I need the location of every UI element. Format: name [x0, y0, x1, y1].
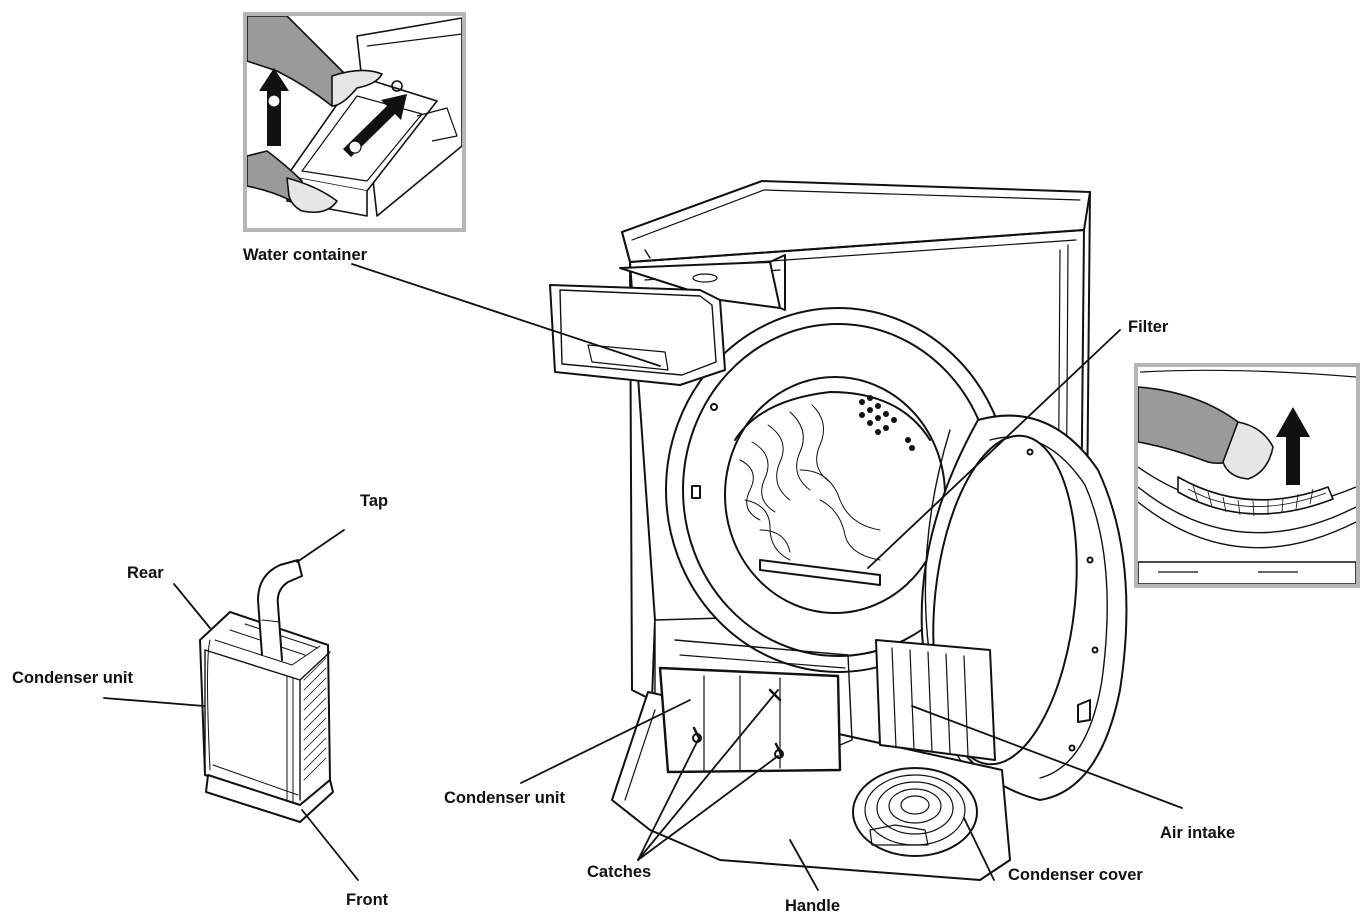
label-tap: Tap	[360, 492, 389, 510]
filter-inset-drawing	[1138, 369, 1356, 584]
label-rear: Rear	[127, 564, 164, 582]
label-handle: Handle	[785, 897, 841, 915]
condenser-cover-open	[611, 639, 1011, 881]
leader-lines	[103, 263, 1183, 891]
label-filter: Filter	[1128, 318, 1169, 336]
filter-inset	[1134, 363, 1360, 588]
label-water-container: Water container	[243, 246, 368, 264]
label-condenser-cover: Condenser cover	[1008, 866, 1143, 884]
label-condenser-unit: Condenser unit	[444, 789, 566, 807]
condenser-unit-removed	[199, 559, 334, 823]
water-container-drawer	[549, 254, 786, 386]
water-container-inset-drawing	[247, 16, 462, 217]
label-air-intake: Air intake	[1160, 824, 1236, 842]
water-container-inset	[243, 12, 466, 232]
label-catches: Catches	[587, 863, 652, 881]
label-front: Front	[346, 891, 389, 909]
label-condenser-unit-left: Condenser unit	[12, 669, 134, 687]
